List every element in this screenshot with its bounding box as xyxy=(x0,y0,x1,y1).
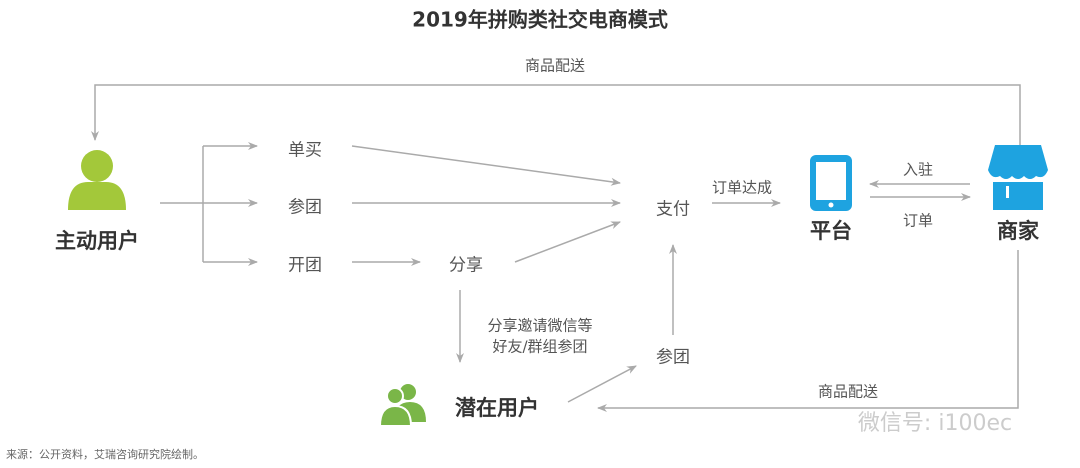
node-share: 分享 xyxy=(449,255,483,276)
page-title: 2019年拼购类社交电商模式 xyxy=(412,7,668,32)
arrow-single-pay xyxy=(351,145,621,186)
node-open-group: 开团 xyxy=(288,255,322,276)
node-join-group: 参团 xyxy=(288,197,322,218)
label-share-invite-1: 分享邀请微信等 xyxy=(487,316,593,335)
label-delivery-bottom: 商品配送 xyxy=(817,382,879,401)
node-merchant: 商家 xyxy=(997,219,1039,243)
node-active-user: 主动用户 xyxy=(55,229,139,253)
store-icon xyxy=(988,145,1048,210)
node-potential-user: 潜在用户 xyxy=(455,396,539,420)
group-users-icon xyxy=(378,384,426,427)
label-order-done: 订单达成 xyxy=(711,178,773,197)
label-delivery-top: 商品配送 xyxy=(524,56,586,75)
node-join-group-2: 参团 xyxy=(656,347,690,368)
watermark: 微信号: i100ec xyxy=(857,411,1013,436)
tablet-icon xyxy=(810,155,852,211)
source-note: 来源：公开资料，艾瑞咨询研究院绘制。 xyxy=(6,448,204,461)
arrow-delivery-top xyxy=(91,84,1021,145)
label-settle: 入驻 xyxy=(902,160,934,179)
node-platform: 平台 xyxy=(810,219,852,243)
user-icon xyxy=(68,150,126,210)
arrow-potential-join2 xyxy=(567,365,637,403)
arrow-delivery-bottom xyxy=(597,250,1019,412)
label-share-invite-2: 好友/群组参团 xyxy=(492,337,588,356)
node-pay: 支付 xyxy=(656,199,690,220)
label-order: 订单 xyxy=(902,211,934,230)
node-single-buy: 单买 xyxy=(288,140,322,161)
arrow-share-pay xyxy=(514,221,621,263)
